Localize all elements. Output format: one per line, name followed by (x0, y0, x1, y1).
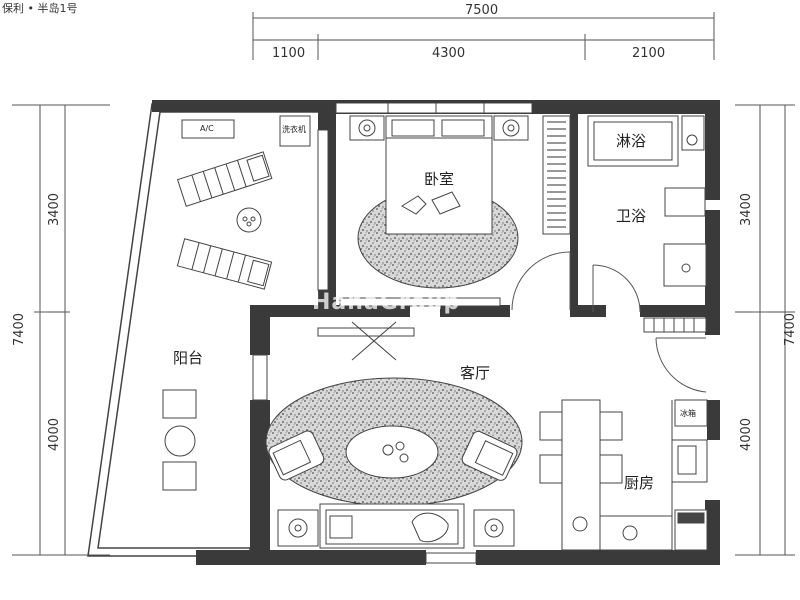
washer-label: 洗衣机 (282, 125, 306, 134)
room-label-shower: 淋浴 (616, 132, 647, 150)
dim-left-2: 4000 (47, 417, 63, 452)
dim-top-total: 7500 (465, 3, 499, 18)
doors (511, 251, 707, 393)
dimension-top (252, 12, 715, 60)
bedroom-furniture (317, 115, 571, 361)
fridge-label: 冰箱 (680, 409, 696, 418)
dim-right-1: 3400 (739, 192, 755, 227)
dim-right-2: 4000 (739, 417, 755, 452)
watermark: HanaGroup (312, 290, 461, 315)
room-label-living: 客厅 (460, 364, 491, 382)
dim-top-1: 1100 (272, 46, 306, 61)
project-title: 保利 • 半岛1号 (2, 2, 78, 15)
dimension-right (735, 104, 795, 556)
dim-top-2: 4300 (432, 46, 466, 61)
dim-left-1: 3400 (47, 192, 63, 227)
dim-top-3: 2100 (632, 46, 666, 61)
dim-left-total: 7400 (12, 312, 28, 347)
dim-right-total: 7400 (783, 312, 799, 347)
ac-label: A/C (200, 124, 214, 133)
windows (252, 102, 533, 564)
kitchen-furniture (539, 399, 708, 551)
dimension-left (12, 104, 110, 556)
room-label-bedroom: 卧室 (424, 170, 455, 188)
bathroom-fixtures (587, 115, 707, 333)
living-furniture (265, 377, 523, 549)
room-label-bathroom: 卫浴 (616, 207, 647, 225)
room-label-balcony: 阳台 (173, 349, 204, 367)
balcony-furniture (162, 115, 311, 491)
room-label-kitchen: 厨房 (624, 474, 655, 492)
